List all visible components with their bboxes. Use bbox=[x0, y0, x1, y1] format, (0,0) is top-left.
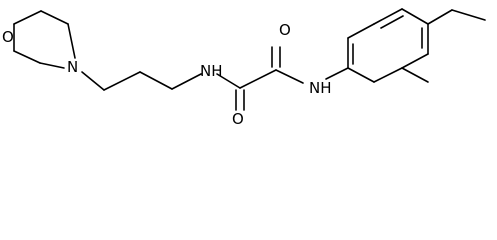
bond bbox=[373, 8, 403, 25]
bond bbox=[451, 9, 486, 21]
bond bbox=[13, 10, 42, 25]
bond bbox=[139, 71, 173, 90]
bond bbox=[347, 23, 375, 39]
oxalamide-core bbox=[216, 46, 304, 111]
morpholine-oxygen-label: O bbox=[2, 28, 14, 46]
propyl-chain bbox=[81, 71, 202, 91]
bond bbox=[380, 15, 404, 29]
molecule-structure: O N NH O O NH bbox=[2, 8, 486, 128]
carbonyl-oxygen-bottom-label: O bbox=[232, 110, 244, 128]
ethylphenyl-ring bbox=[325, 8, 486, 83]
bond bbox=[40, 10, 69, 25]
bond bbox=[427, 9, 453, 25]
bond bbox=[103, 71, 141, 91]
bond bbox=[81, 71, 105, 91]
bond bbox=[239, 69, 277, 89]
bond bbox=[347, 67, 375, 83]
morpholine-ring bbox=[13, 10, 76, 69]
amide-nh-left-label: NH bbox=[200, 62, 223, 80]
bond bbox=[401, 53, 429, 69]
bond bbox=[216, 73, 241, 89]
bond bbox=[373, 67, 403, 83]
bond bbox=[171, 73, 202, 90]
morpholine-nitrogen-label: N bbox=[67, 58, 78, 76]
bond bbox=[401, 8, 429, 25]
carbonyl-oxygen-top-label: O bbox=[279, 21, 291, 39]
bond bbox=[13, 50, 41, 64]
bond bbox=[325, 67, 349, 80]
bond bbox=[67, 23, 76, 59]
amide-nh-right-label: NH bbox=[309, 79, 332, 97]
bond bbox=[39, 62, 65, 69]
bond bbox=[401, 67, 429, 83]
bond bbox=[275, 69, 304, 84]
